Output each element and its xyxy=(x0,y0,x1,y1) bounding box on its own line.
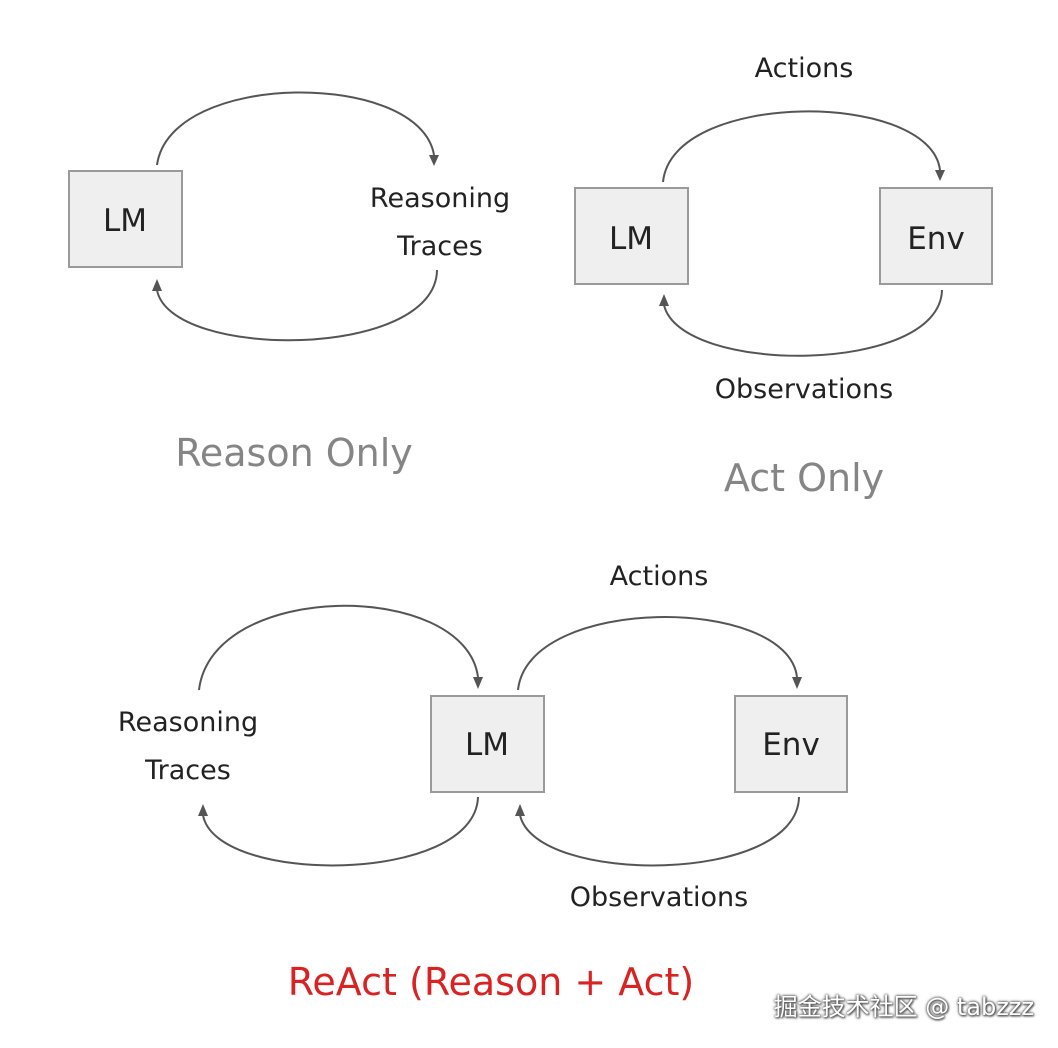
reason-only-lm-box xyxy=(68,170,183,268)
react-lm-label: LM xyxy=(465,727,509,763)
reason-only-caption: Reason Only xyxy=(175,431,413,475)
react-reasoning-label: Reasoning xyxy=(118,707,258,738)
reason-only-panel: LM Reasoning Traces Reason Only xyxy=(68,91,510,475)
react-observations-label: Observations xyxy=(570,882,748,913)
act-only-env-box xyxy=(879,187,993,285)
react-env-box xyxy=(734,695,848,793)
act-only-observations-arrowhead xyxy=(659,294,669,306)
react-caption: ReAct (Reason + Act) xyxy=(288,960,695,1004)
react-lm-to-reasoning-arrowhead xyxy=(198,804,208,816)
react-panel: Actions LM Env Reasoning Traces Observat… xyxy=(118,561,848,1004)
act-only-observations-label: Observations xyxy=(715,374,893,405)
act-only-caption: Act Only xyxy=(724,456,884,500)
act-only-actions-arrowhead xyxy=(935,170,945,181)
reason-only-top-arc xyxy=(156,91,435,166)
react-observations-arc xyxy=(519,796,800,867)
act-only-actions-label: Actions xyxy=(755,53,854,84)
react-reasoning-to-lm-arrowhead xyxy=(473,677,483,689)
react-actions-label: Actions xyxy=(610,561,709,592)
react-observations-arrowhead xyxy=(515,804,525,816)
act-only-panel: Actions LM Env Observations Act Only xyxy=(574,53,993,500)
reason-only-reasoning-label: Reasoning xyxy=(370,183,510,214)
react-reasoning-to-lm-arc xyxy=(198,604,479,691)
react-env-label: Env xyxy=(762,727,820,763)
act-only-env-label: Env xyxy=(907,221,965,257)
reason-only-top-arrowhead xyxy=(429,155,439,166)
act-only-actions-arc xyxy=(662,110,941,183)
act-only-observations-arc xyxy=(663,289,943,357)
react-actions-arrowhead xyxy=(792,677,802,689)
reason-only-bottom-arc xyxy=(156,269,438,342)
watermark: 掘金技术社区 @ tabzzz xyxy=(773,993,1034,1021)
react-lm-to-reasoning-arc xyxy=(202,796,479,867)
reason-only-traces-label: Traces xyxy=(396,231,483,262)
react-actions-arc xyxy=(517,616,798,691)
reason-only-lm-label: LM xyxy=(103,203,147,239)
react-traces-label: Traces xyxy=(144,755,231,786)
act-only-lm-box xyxy=(574,187,689,285)
reason-only-bottom-arrowhead xyxy=(152,279,162,291)
act-only-lm-label: LM xyxy=(609,221,653,257)
react-lm-box xyxy=(430,695,545,793)
